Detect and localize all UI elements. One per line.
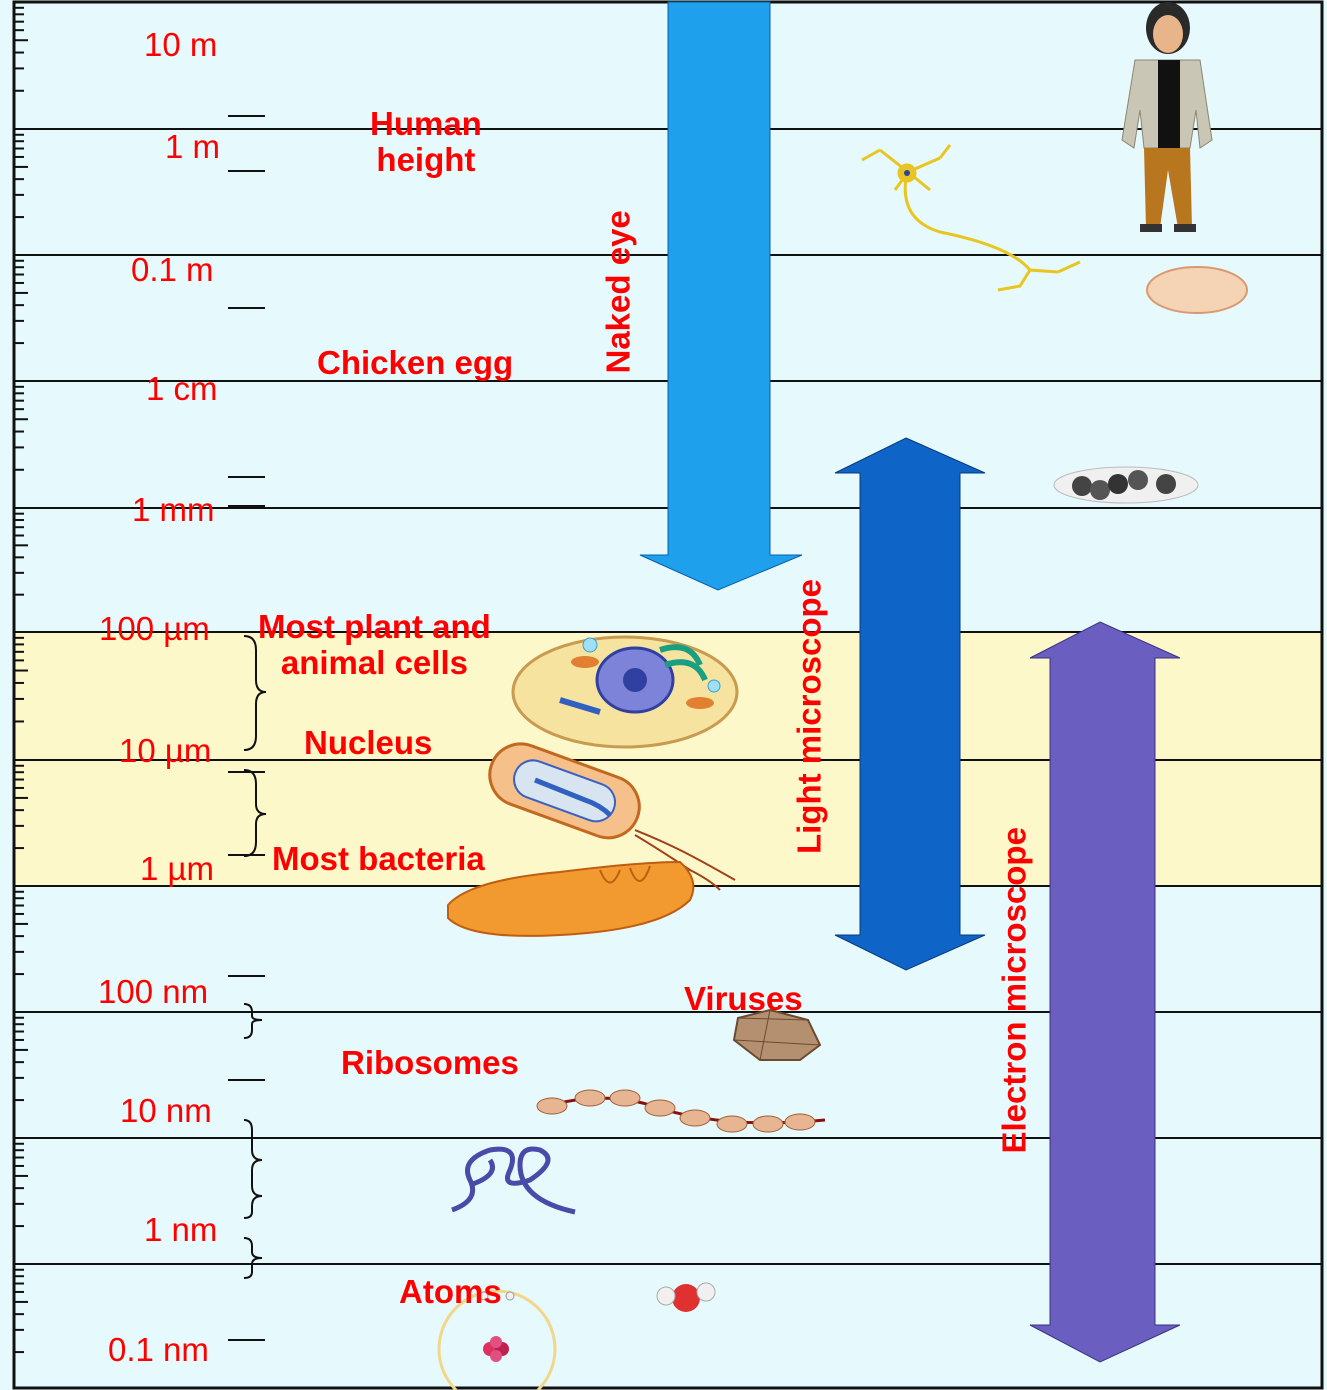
label-viruses: Viruses bbox=[684, 981, 803, 1017]
label-bacteria: Most bacteria bbox=[272, 841, 485, 877]
label-human-height: Human height bbox=[370, 106, 482, 179]
label-cells: Most plant and animal cells bbox=[258, 609, 491, 682]
egg-icon bbox=[1147, 267, 1247, 313]
scale-label-1mm: 1 mm bbox=[132, 493, 215, 526]
scale-label-10nm: 10 nm bbox=[120, 1094, 212, 1127]
scale-label-10m: 10 m bbox=[144, 28, 217, 61]
scale-label-10um: 10 µm bbox=[119, 734, 211, 767]
label-chicken-egg: Chicken egg bbox=[317, 345, 513, 381]
label-electron-microscope: Electron microscope bbox=[998, 834, 1031, 1154]
label-light-microscope: Light microscope bbox=[793, 577, 826, 857]
scale-label-1cm: 1 cm bbox=[146, 372, 218, 405]
animal-cell-icon bbox=[513, 637, 737, 747]
scale-label-1nm: 1 nm bbox=[144, 1213, 217, 1246]
label-atoms: Atoms bbox=[399, 1274, 502, 1310]
scale-label-1m: 1 m bbox=[165, 130, 220, 163]
label-naked-eye: Naked eye bbox=[602, 214, 635, 374]
label-nucleus: Nucleus bbox=[304, 725, 432, 761]
frog-eggs-icon bbox=[1054, 467, 1198, 503]
scale-label-100nm: 100 nm bbox=[98, 975, 208, 1008]
scale-label-0-1nm: 0.1 nm bbox=[108, 1333, 209, 1366]
scale-label-1um: 1 µm bbox=[140, 852, 214, 885]
scale-label-100um: 100 µm bbox=[99, 612, 210, 645]
scale-label-0-1m: 0.1 m bbox=[131, 253, 214, 286]
label-ribosomes: Ribosomes bbox=[341, 1045, 519, 1081]
